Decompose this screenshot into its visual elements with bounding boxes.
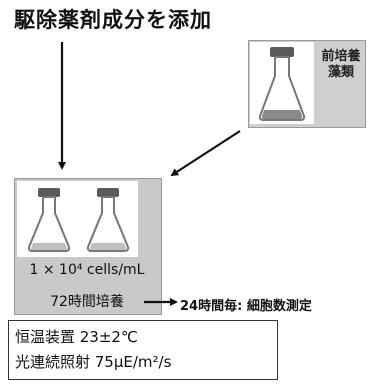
culture-duration-label: 72時間培養 (50, 294, 124, 310)
flask-icon (27, 188, 71, 252)
conditions-box (8, 320, 278, 380)
preculture-label-line1: 前培養 (321, 49, 361, 64)
preculture-label: 前培養 藻類 (318, 49, 364, 81)
arrow-icon (170, 130, 241, 177)
light-condition: 光連続照射 75μE/m²/s (15, 353, 172, 371)
cell-density-label: 1 × 10⁴ cells/mL (29, 262, 145, 278)
flask-icon (86, 188, 130, 252)
flask-icon (258, 47, 306, 121)
measurement-note: 24時間毎: 細胞数測定 (180, 299, 312, 314)
diagram-title: 駆除薬剤成分を添加 (14, 8, 212, 32)
temperature-condition: 恒温装置 23±2℃ (15, 328, 138, 346)
preculture-label-line2: 藻類 (327, 65, 354, 80)
